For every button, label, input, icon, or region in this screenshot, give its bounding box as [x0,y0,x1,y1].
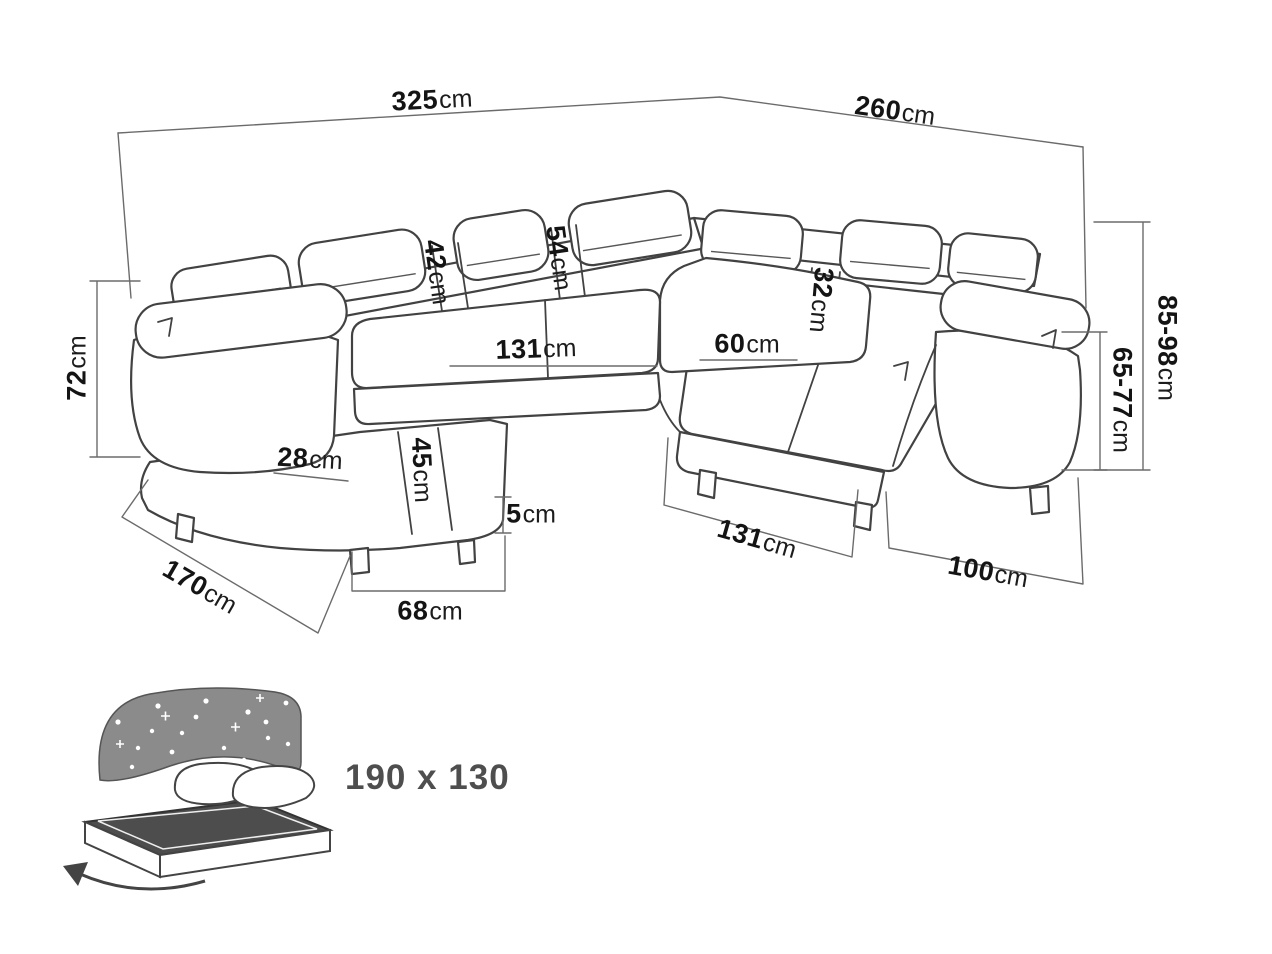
dim-bracket-left-height [89,280,141,458]
dim-unit: cm [429,597,463,626]
dim-chaise-arm: 28cm [277,442,344,476]
dim-chaise-width: 68cm [397,596,462,627]
dim-bracket-100cm [885,477,1084,585]
dim-seat-left: 131cm [495,332,577,366]
chaise-channel-lines [397,427,453,535]
star-sparkles [116,694,264,748]
dim-bracket-5cm [494,496,512,534]
headrest-adjuster-icon [157,317,173,337]
dim-unit: cm [63,335,92,369]
dim-unit: cm [1152,367,1181,401]
dimension-lines [89,96,1151,634]
sofa-leg [696,468,718,500]
dim-value: 42 [418,237,453,273]
headrest-pillow [567,189,693,267]
dim-chaise-channel: 45cm [405,437,439,504]
mattress-side-front [159,828,331,879]
armrest-right-body [933,328,1082,490]
sleeping-size-label: 190 x 130 [345,758,510,798]
seat-left-wing [350,288,662,390]
pillow [231,765,316,809]
dim-value: 45 [405,436,438,470]
dim-bracket-170cm [121,479,351,634]
dim-unit: cm [542,334,577,364]
stars [109,698,291,770]
dim-value: 260 [852,90,904,127]
dim-unit: cm [803,298,835,334]
dim-unit: cm [308,445,344,476]
dim-value: 5 [506,498,522,529]
sofa-outline [129,189,1091,576]
dim-value: 65-77 [1107,347,1138,419]
dim-value: 85-98 [1152,295,1183,367]
inner-corner-edge [659,399,681,433]
dim-value: 60 [714,328,746,359]
dim-unit: cm [992,559,1031,594]
dim-underlines [273,359,798,482]
dim-line-connectors [117,132,1087,309]
dim-unit: cm [1107,419,1136,453]
dim-value: 72 [61,369,92,401]
dim-bracket-131cm-right [663,437,859,558]
corner-cushion [658,256,872,374]
dim-height-left: 72cm [62,335,93,400]
dim-unit: cm [544,255,577,293]
dim-back-gap-right: 32cm [803,266,840,334]
headrest-pillow [452,208,550,282]
dim-value: 325 [390,84,439,117]
sofa-leg [456,538,477,566]
dim-unit: cm [407,468,438,504]
armrest-left-roll [134,283,348,359]
dim-unit: cm [900,98,937,131]
fold-out-arrowhead [63,862,88,886]
dim-value: 28 [276,441,310,474]
dim-value: 54 [540,223,575,259]
dim-value: 32 [806,266,840,300]
mattress-top-border [97,805,318,850]
sleeping-size-value: 190 x 130 [345,758,510,797]
dim-value: 68 [397,595,429,626]
dim-seat-corner: 60cm [714,329,779,360]
bed-with-stars-icon [63,687,334,891]
dim-height-arm: 65-77cm [1107,347,1138,453]
fold-out-arrow [79,872,206,891]
dim-value: 131 [495,333,543,365]
backrest-gap-lines [431,224,841,345]
armrest-right-inner-edge [892,344,937,467]
dim-unit: cm [522,500,556,529]
sofa-leg [1028,484,1051,516]
dim-base-lip: 5cm [506,499,556,530]
dim-width-left: 325cm [391,82,473,117]
sofa-leg [348,546,371,576]
dim-bracket-arm-height [1061,331,1108,471]
sofa-leg [174,512,196,544]
dim-unit: cm [746,330,780,359]
headrest-adjuster-icon [893,329,1057,381]
sofa-leg [852,500,874,532]
seat-left-base [352,371,662,426]
dim-line-top [117,96,1084,148]
headrest-pillow [839,219,943,285]
seat-left-seam [544,299,549,379]
dim-unit: cm [422,269,455,307]
dim-height-back: 85-98cm [1152,295,1183,401]
dim-bracket-68cm [351,535,506,592]
dim-unit: cm [438,84,474,115]
blanket-shape [98,687,302,782]
